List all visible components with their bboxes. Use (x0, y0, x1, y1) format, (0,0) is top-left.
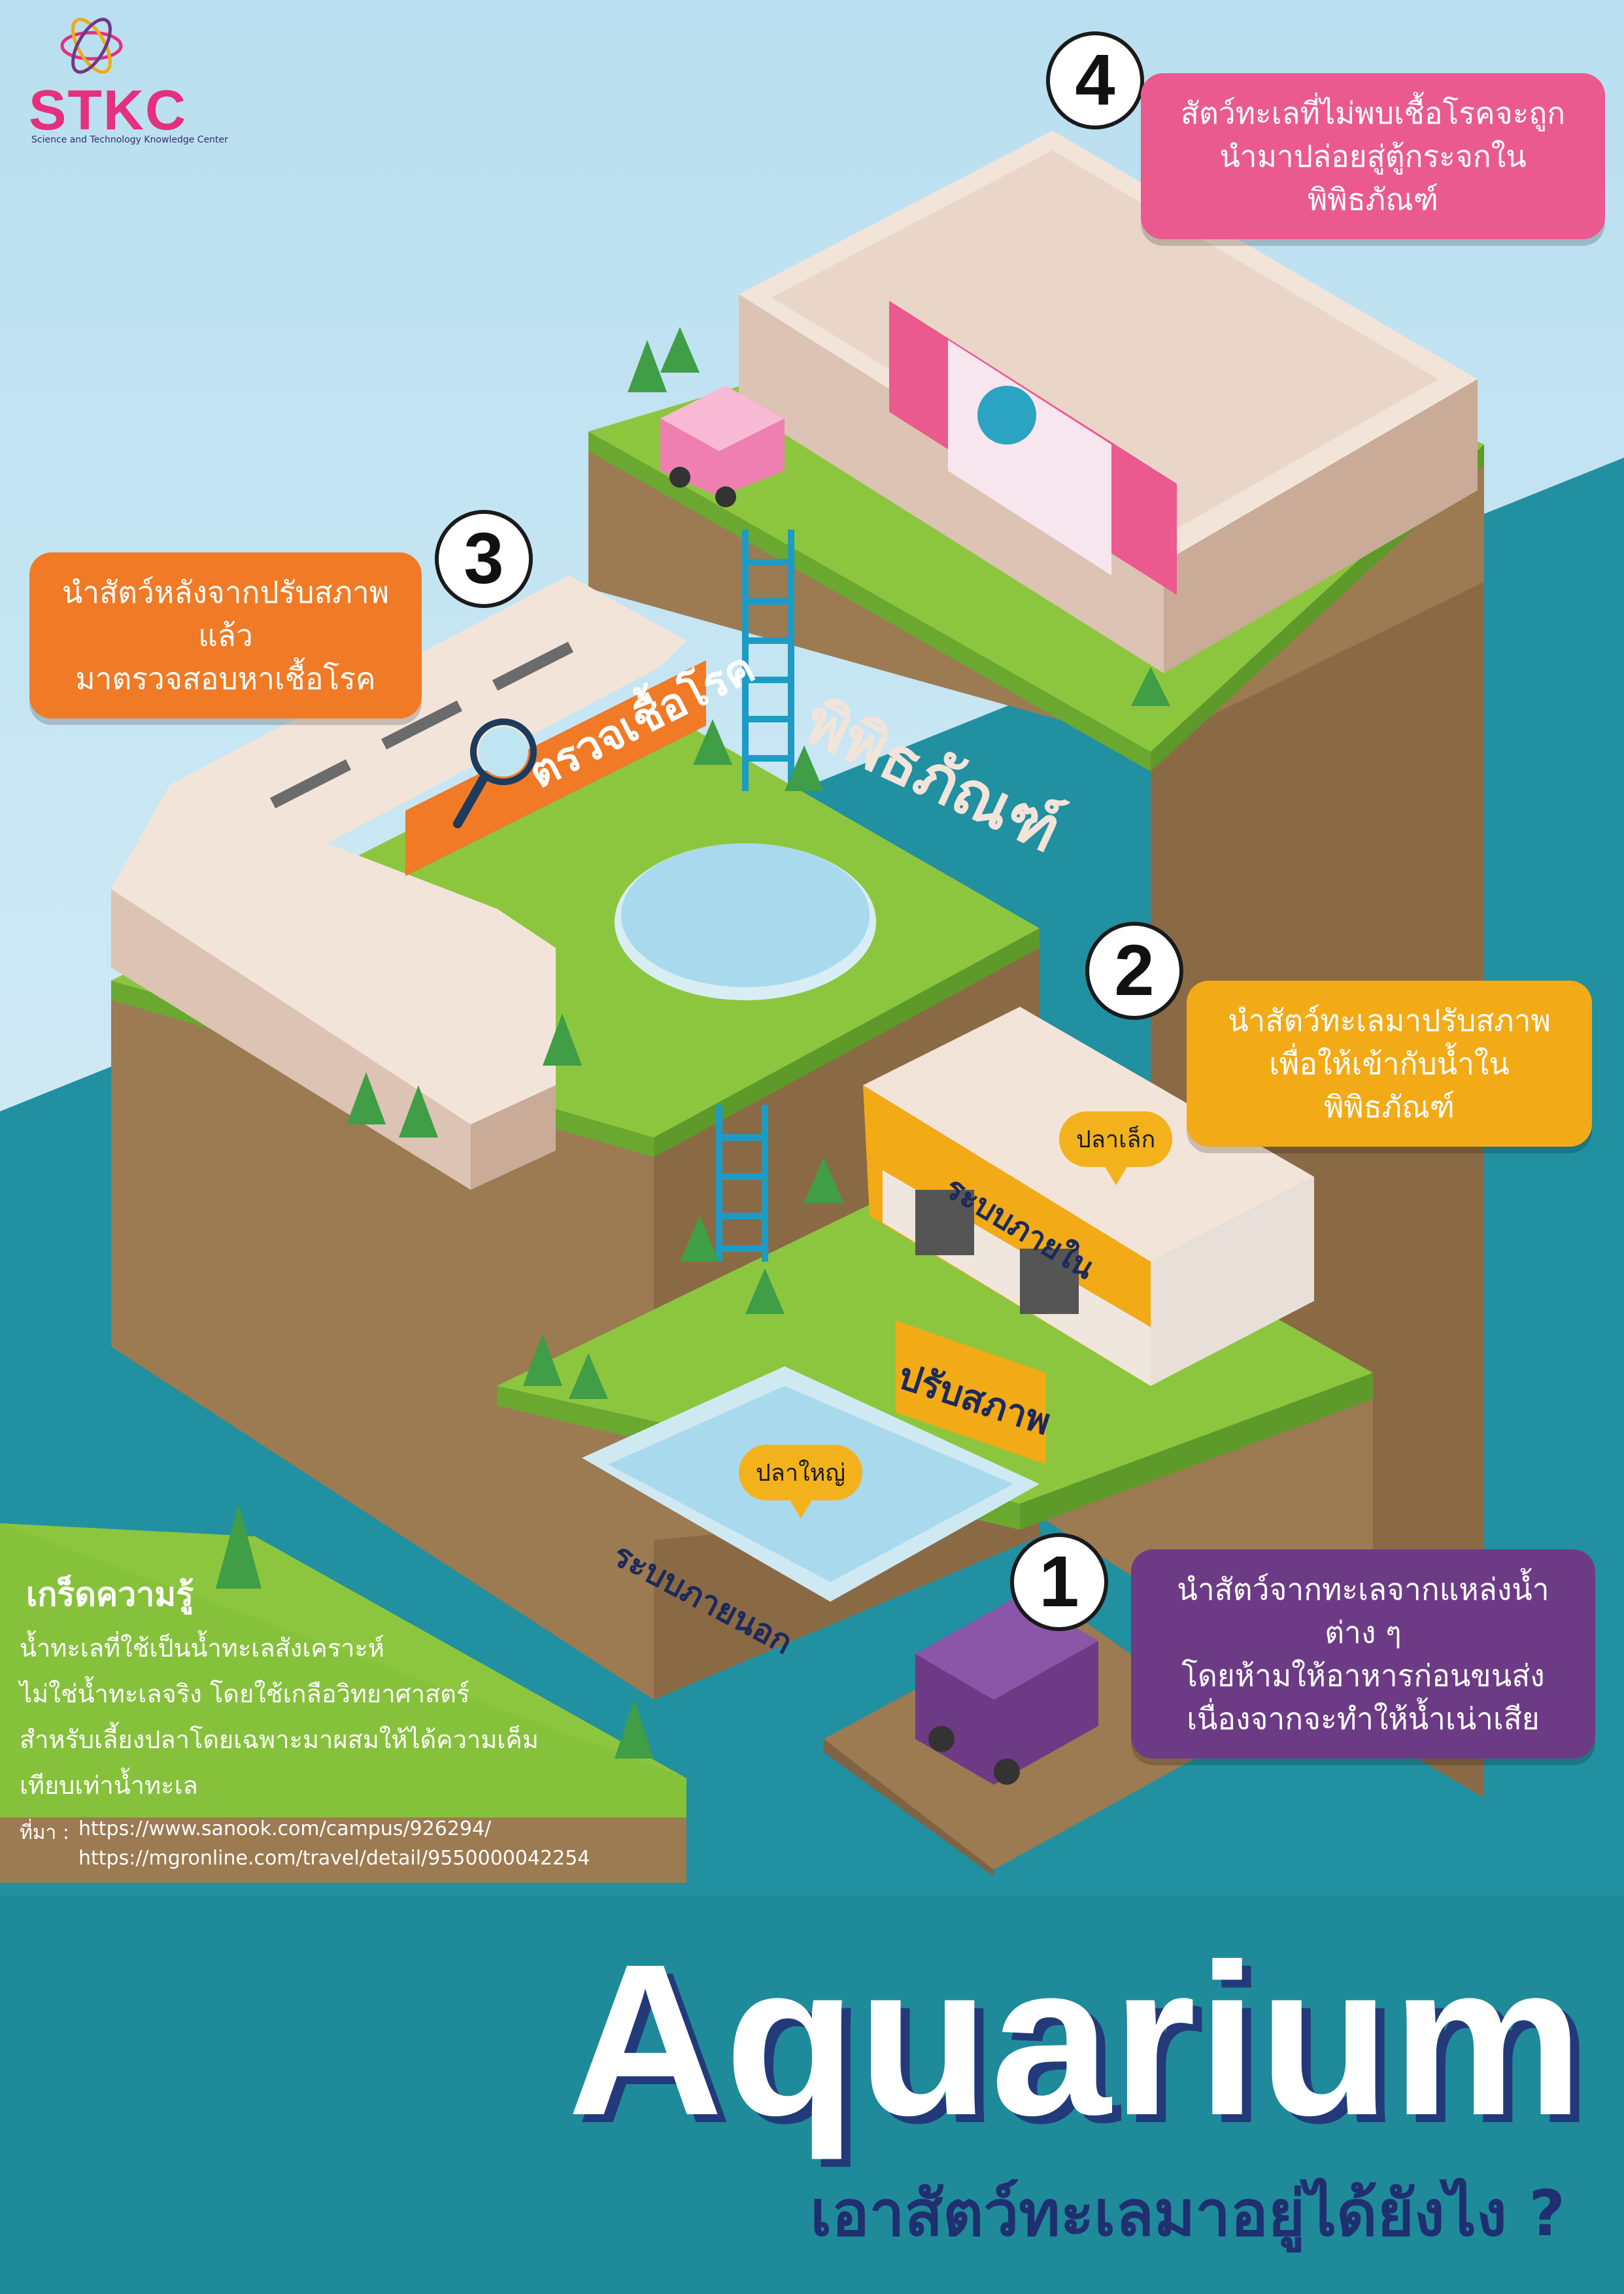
step-number-2: 2 (1085, 922, 1183, 1020)
callout-2-line-1: นำสัตว์ทะเลมาปรับสภาพ (1228, 1003, 1551, 1038)
source-link-2[interactable]: https://mgronline.com/travel/detail/9550… (78, 1847, 590, 1870)
step-number-1: 1 (1010, 1533, 1108, 1631)
callout-4-line-2: นำมาปล่อยสู่ตู้กระจกในพิพิธภัณฑ์ (1219, 139, 1527, 217)
tip-line-4: เทียบเท่าน้ำทะเล (20, 1771, 198, 1800)
callout-1-line-1: นำสัตว์จากทะเลจากแหล่งน้ำต่าง ๆ (1177, 1572, 1549, 1650)
ladder-lower (716, 1105, 768, 1262)
logo-name: STKC (29, 79, 188, 142)
callout-2-line-2: เพื่อให้เข้ากับน้ำในพิพิธภัณฑ์ (1269, 1046, 1510, 1124)
callout-step-3: นำสัตว์หลังจากปรับสภาพแล้ว มาตรวจสอบหาเช… (29, 552, 422, 718)
callout-1-line-3: เนื่องจากจะทำให้น้ำเน่าเสีย (1187, 1701, 1540, 1736)
callout-step-2: นำสัตว์ทะเลมาปรับสภาพ เพื่อให้เข้ากับน้ำ… (1187, 981, 1592, 1147)
callout-3-line-1: นำสัตว์หลังจากปรับสภาพแล้ว (61, 575, 390, 653)
small-fish-bubble: ปลาเล็ก (1059, 1111, 1173, 1185)
page-title: Aquarium (567, 1919, 1585, 2160)
big-fish-bubble: ปลาใหญ่ (739, 1445, 863, 1519)
ladder-upper (742, 530, 794, 791)
source-link-1[interactable]: https://www.sanook.com/campus/926294/ (78, 1817, 492, 1840)
tip-panel (0, 1523, 686, 1870)
callout-1-line-2: โดยห้ามให้อาหารก่อนขนส่ง (1181, 1658, 1545, 1693)
logo-tagline: Science and Technology Knowledge Center (31, 135, 228, 145)
logo-mark (60, 18, 123, 74)
adjust-sign-board (896, 1321, 1046, 1464)
tip-line-2: ไม่ใช่น้ำทะเลจริง โดยใช้เกลือวิทยาศาสตร์ (20, 1679, 470, 1708)
tip-title: เกร็ดความรู้ (26, 1576, 194, 1613)
tip-line-1: น้ำทะเลที่ใช้เป็นน้ำทะเลสังเคราะห์ (20, 1634, 384, 1662)
step-number-4: 4 (1046, 31, 1144, 129)
tip-line-3: สำหรับเลี้ยงปลาโดยเฉพาะมาผสมให้ได้ความเค… (20, 1725, 539, 1754)
sources-label: ที่มา : (20, 1821, 70, 1844)
inspect-sign-board (405, 660, 706, 876)
callout-3-line-2: มาตรวจสอบหาเชื้อโรค (75, 661, 376, 696)
callout-step-4: สัตว์ทะเลที่ไม่พบเชื้อโรคจะถูก นำมาปล่อย… (1141, 73, 1605, 239)
step-number-3: 3 (435, 510, 533, 608)
callout-step-1: นำสัตว์จากทะเลจากแหล่งน้ำต่าง ๆ โดยห้ามใ… (1131, 1549, 1595, 1759)
page-subtitle: เอาสัตว์ทะเลมาอยู่ได้ยังไง ? (810, 2177, 1565, 2250)
trees (216, 327, 1170, 1759)
callout-4-line-1: สัตว์ทะเลที่ไม่พบเชื้อโรคจะถูก (1180, 95, 1566, 131)
